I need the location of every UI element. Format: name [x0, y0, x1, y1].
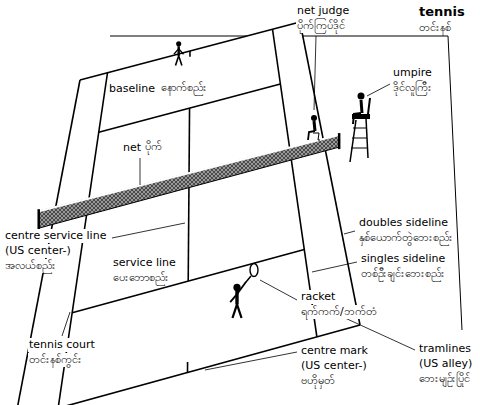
part-label: ပိုက်ကြပ်ဒိုင် — [296, 19, 346, 33]
part-label: singles sideline — [360, 252, 446, 266]
near-player — [230, 282, 246, 318]
part-label: (US alley) — [418, 357, 473, 371]
umpire-chair — [350, 93, 370, 163]
title-label: တင်းနစ် — [418, 21, 452, 35]
part-label: umpire — [392, 66, 433, 80]
title-label: tennis — [418, 4, 466, 20]
leader-line — [260, 280, 297, 300]
far-player — [174, 41, 184, 65]
court-line — [189, 51, 191, 57]
leader-line — [344, 231, 355, 234]
part-label: centre service line — [4, 229, 107, 243]
court-line — [188, 108, 189, 281]
part-label: net judge — [296, 4, 350, 18]
part-label: tennis court — [28, 338, 96, 352]
part-label: tramlines — [418, 342, 472, 356]
court-line — [80, 22, 300, 80]
part-label: နှစ်ယောက်တွဲဘေးစည်း — [358, 231, 454, 245]
part-label: (US center-) — [4, 244, 72, 258]
part-label: ဘေးမျဉ်းပြိုင် — [418, 372, 471, 386]
net-post — [37, 209, 40, 230]
part-label: ရက်ကက်/ဘက်တံ — [300, 305, 378, 319]
leader-line — [312, 262, 357, 272]
court-line — [187, 362, 189, 372]
leader-line — [205, 352, 297, 370]
part-label: ဗဟိုမှတ် — [300, 374, 336, 388]
part-label: ဒိုင်လူကြီး — [392, 81, 433, 95]
part-label: service line — [112, 256, 177, 270]
leader-line — [140, 158, 141, 185]
leader-lines — [62, 36, 415, 370]
part-label: ပိုက် — [144, 140, 163, 154]
part-label: နောက်စည်း — [160, 81, 208, 95]
part-label: racket — [300, 290, 336, 304]
net-judge-figure — [308, 115, 320, 140]
net-post — [338, 133, 341, 149]
net-band — [39, 135, 339, 228]
part-label: တစ်ဦးချင်းဘေးစည်း — [360, 267, 446, 281]
racket-symbol — [246, 264, 258, 283]
leader-line — [314, 36, 316, 110]
part-label: တင်းနစ်ကွင်း — [28, 353, 83, 367]
part-label: centre mark — [300, 344, 369, 358]
leader-line — [367, 84, 390, 96]
part-label: (US center-) — [300, 359, 368, 373]
net-tape — [39, 135, 339, 211]
part-label: baseline — [108, 82, 156, 96]
part-label: အလယ်စည်း — [4, 259, 57, 273]
part-label: doubles sideline — [358, 216, 449, 230]
leader-line — [62, 312, 70, 336]
part-label: ပေးဘောစည်း — [112, 271, 170, 285]
leader-line — [112, 223, 185, 238]
part-label: net — [122, 141, 142, 155]
